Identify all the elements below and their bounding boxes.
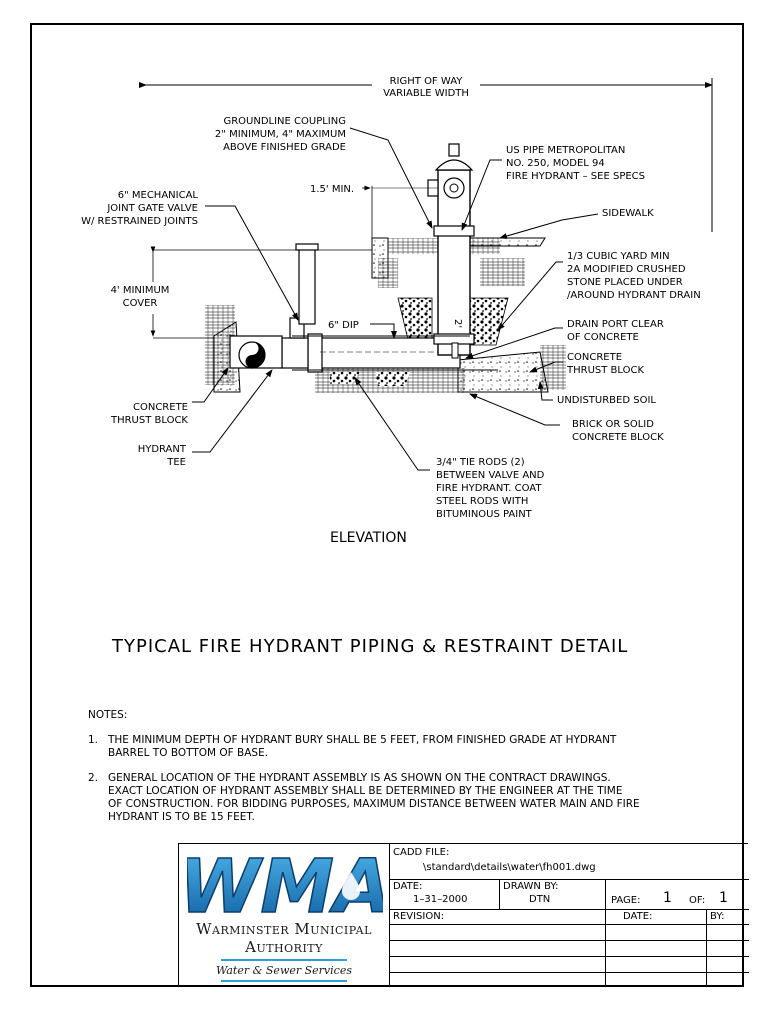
thrust-block-right <box>457 351 549 393</box>
date-label: DATE: <box>393 881 423 892</box>
page-label: PAGE: <box>611 895 641 906</box>
tie-rods-label-5: BITUMINOUS PAINT <box>436 509 533 520</box>
detail-title: TYPICAL FIRE HYDRANT PIPING & RESTRAINT … <box>112 636 629 657</box>
fire-hydrant <box>427 143 498 371</box>
page-value: 1 <box>663 890 672 906</box>
hydrant-label-3: FIRE HYDRANT – SEE SPECS <box>506 171 645 182</box>
tie-rods-label-4: STEEL RODS WITH <box>436 496 528 507</box>
thrust-right-label-2: THRUST BLOCK <box>566 365 644 376</box>
valve-label-3: W/ RESTRAINED JOINTS <box>81 216 198 227</box>
tie-rods-label-1: 3/4" TIE RODS (2) <box>436 457 525 468</box>
date-value: 1–31–2000 <box>413 894 468 905</box>
hydrant-label-1: US PIPE METROPOLITAN <box>506 145 625 156</box>
tb-divider <box>499 879 500 909</box>
tb-divider <box>389 909 749 910</box>
tb-divider <box>605 879 606 986</box>
right-of-way-dimension <box>139 78 713 232</box>
curb <box>371 237 389 279</box>
note-text: THE MINIMUM DEPTH OF HYDRANT BURY SHALL … <box>108 734 617 759</box>
tb-divider <box>389 940 749 941</box>
cadd-label: CADD FILE: <box>393 847 450 858</box>
tee-label-1: HYDRANT <box>138 444 187 455</box>
valve-label-2: JOINT GATE VALVE <box>106 203 198 214</box>
valve-label-1: 6" MECHANICAL <box>118 190 199 201</box>
logo-rule-bottom <box>221 980 347 982</box>
tb-divider <box>389 972 749 973</box>
coupling-label-3: ABOVE FINISHED GRADE <box>223 142 346 153</box>
sidewalk-label: SIDEWALK <box>602 208 654 219</box>
min-dimension <box>362 185 438 240</box>
by-label: BY: <box>710 911 725 922</box>
drain-label-1: DRAIN PORT CLEAR <box>567 319 664 330</box>
hydrant-tee <box>229 335 283 369</box>
thrust-left-label-1: CONCRETE <box>133 402 188 413</box>
note-number: 1. <box>88 734 99 746</box>
drawn-value: DTN <box>529 894 551 905</box>
thrust-right-label-1: CONCRETE <box>567 352 622 363</box>
tie-rods-label-3: FIRE HYDRANT. COAT <box>436 483 542 494</box>
sidewalk <box>469 237 546 247</box>
tb-divider <box>389 924 749 925</box>
tb-divider <box>389 956 749 957</box>
logo-panel: WMA Warminster Municipal Authority Water… <box>179 844 390 986</box>
undisturbed-label: UNDISTURBED SOIL <box>557 395 656 406</box>
stone-label-1: 1/3 CUBIC YARD MIN <box>567 251 670 262</box>
org-name-line2: Authority <box>245 938 323 956</box>
brick-label-2: CONCRETE BLOCK <box>572 432 664 443</box>
of-value: 1 <box>719 890 728 906</box>
tee-label-2: TEE <box>166 457 186 468</box>
drawn-label: DRAWN BY: <box>503 881 559 892</box>
title-block: WMA Warminster Municipal Authority Water… <box>178 843 749 987</box>
cover-dimension <box>150 246 372 339</box>
cadd-value: \standard\details\water\fh001.dwg <box>423 862 596 873</box>
row-label-1: RIGHT OF WAY <box>390 76 464 87</box>
leader-lines <box>192 127 599 471</box>
sheet-border <box>30 23 744 987</box>
org-subtitle: Water & Sewer Services <box>216 964 352 977</box>
note-item: 2. GENERAL LOCATION OF THE HYDRANT ASSEM… <box>88 772 688 824</box>
stone-label-3: STONE PLACED UNDER <box>567 277 683 288</box>
min-label: 1.5' MIN. <box>310 184 354 195</box>
note-item: 1. THE MINIMUM DEPTH OF HYDRANT BURY SHA… <box>88 734 688 760</box>
dip-label: 6" DIP <box>328 320 359 331</box>
coupling-label-2: 2" MINIMUM, 4" MAXIMUM <box>215 129 346 140</box>
brick-label-1: BRICK OR SOLID <box>572 419 654 430</box>
notes-section: NOTES: 1. THE MINIMUM DEPTH OF HYDRANT B… <box>88 709 688 836</box>
row-label-2: VARIABLE WIDTH <box>383 88 469 99</box>
tb-divider <box>389 879 749 880</box>
wma-logo: WMA <box>187 846 383 920</box>
two-foot-label: 2' <box>452 319 463 328</box>
of-label: OF: <box>689 895 706 906</box>
revision-date-label: DATE: <box>623 911 653 922</box>
hydrant-label-2: NO. 250, MODEL 94 <box>506 158 605 169</box>
tie-rods-label-2: BETWEEN VALVE AND <box>436 470 545 481</box>
org-name-line1: Warminster Municipal <box>196 920 372 938</box>
cover-label-2: COVER <box>123 298 158 309</box>
diagram-labels: RIGHT OF WAY VARIABLE WIDTH GROUNDLINE C… <box>81 76 701 520</box>
note-text: GENERAL LOCATION OF THE HYDRANT ASSEMBLY… <box>108 772 640 823</box>
tb-divider <box>706 909 707 986</box>
revision-label: REVISION: <box>393 911 445 922</box>
elevation-title: ELEVATION <box>330 530 407 546</box>
note-number: 2. <box>88 772 99 784</box>
thrust-left-label-2: THRUST BLOCK <box>110 415 188 426</box>
drain-label-2: OF CONCRETE <box>567 332 639 343</box>
logo-rule-top <box>221 959 347 961</box>
stone-label-2: 2A MODIFIED CRUSHED <box>567 264 686 275</box>
cover-label-1: 4' MINIMUM <box>111 285 170 296</box>
stone-label-4: /AROUND HYDRANT DRAIN <box>567 290 701 301</box>
coupling-label-1: GROUNDLINE COUPLING <box>223 116 346 127</box>
notes-heading: NOTES: <box>88 709 128 721</box>
